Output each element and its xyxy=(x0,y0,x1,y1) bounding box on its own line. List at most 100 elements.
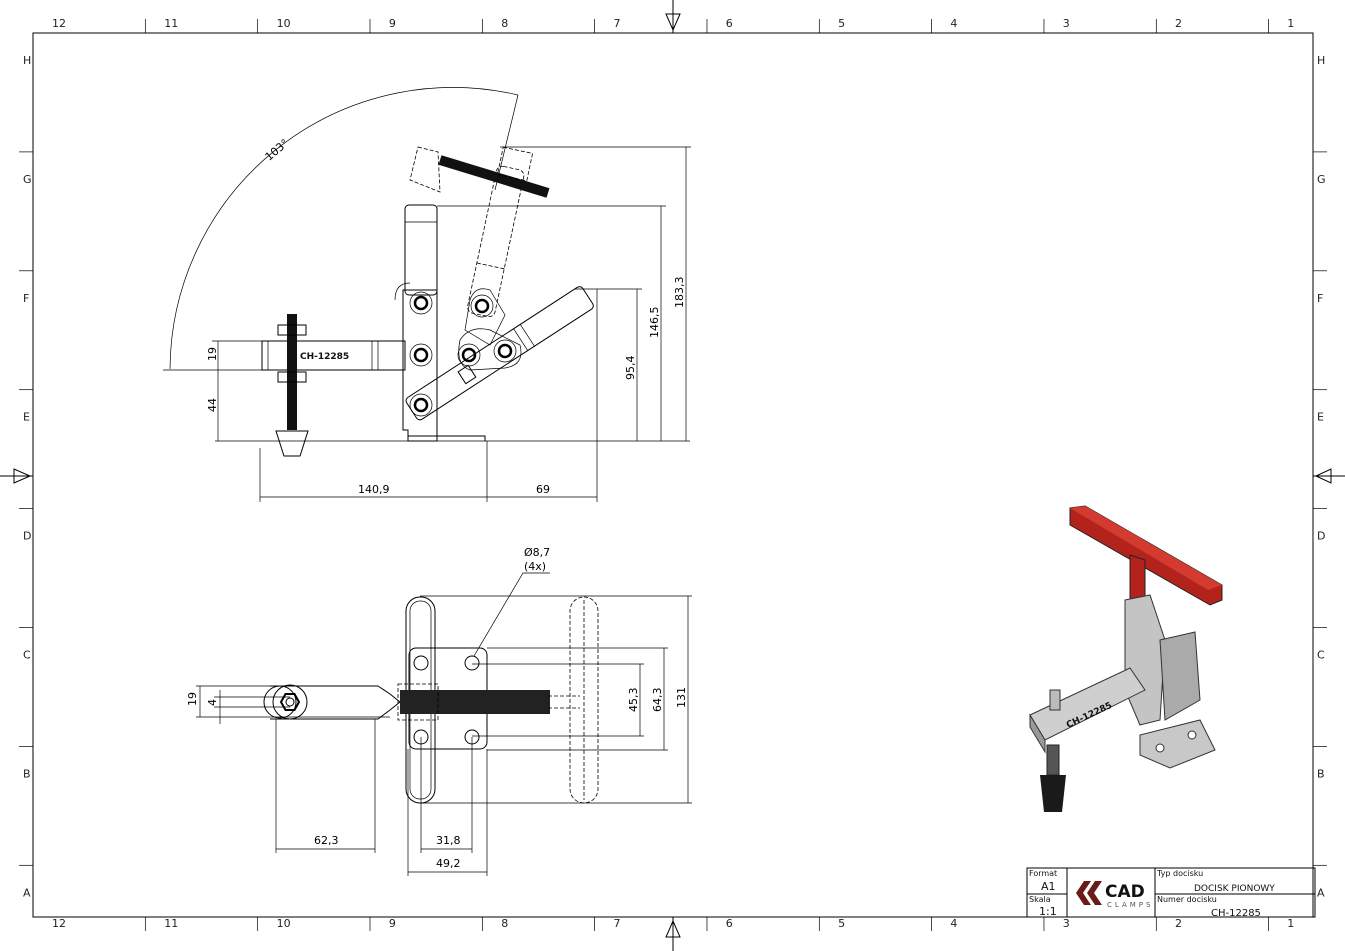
row-label: B xyxy=(23,767,31,780)
body-plate xyxy=(402,289,438,442)
column-label: 5 xyxy=(838,917,845,930)
column-label: 10 xyxy=(277,917,291,930)
row-label: C xyxy=(23,649,31,662)
arm-top xyxy=(270,685,401,720)
row-label: D xyxy=(1317,530,1325,543)
title_block-scale_value: 1:1 xyxy=(1039,905,1057,918)
row-labels-right: H G F E D C B A xyxy=(1317,54,1326,899)
top_view-dims-d62: 62,3 xyxy=(314,834,339,847)
hex-nut xyxy=(279,693,301,711)
angle-arc xyxy=(169,87,519,370)
title_block-type_value: DOCISK PIONOWY xyxy=(1194,884,1275,894)
pivot-pin-core xyxy=(497,343,513,359)
pivot-pin xyxy=(493,339,517,363)
column-label: 7 xyxy=(614,917,621,930)
row-label: D xyxy=(23,530,31,543)
row-label: G xyxy=(1317,173,1326,186)
column-label: 5 xyxy=(838,17,845,30)
top_view-hole_callout: Ø8,7 xyxy=(524,546,550,559)
top_view-dims-d45: 45,3 xyxy=(627,688,640,713)
column-label: 10 xyxy=(277,17,291,30)
row-label: B xyxy=(1317,767,1325,780)
title_block-number_value: CH-12285 xyxy=(1211,908,1261,919)
column-label: 12 xyxy=(52,17,66,30)
front_view-dims-d69: 69 xyxy=(536,483,550,496)
row-label: F xyxy=(1317,292,1323,305)
top_view-dims-d4: 4 xyxy=(206,699,219,706)
column-label: 6 xyxy=(726,917,733,930)
row-label: A xyxy=(1317,886,1325,899)
pivot-pin xyxy=(409,393,433,417)
body xyxy=(1159,631,1201,721)
threaded-spindle xyxy=(400,690,550,714)
top_view-dims-d49: 49,2 xyxy=(436,857,461,870)
column-label: 2 xyxy=(1175,17,1182,30)
row-label: C xyxy=(1317,649,1325,662)
top_view-dims-d19: 19 xyxy=(186,692,199,706)
spindle-tip xyxy=(275,430,309,457)
column-label: 6 xyxy=(726,17,733,30)
column-label: 3 xyxy=(1063,917,1070,930)
title_block-number_label: Numer docisku xyxy=(1157,895,1217,904)
front-view: 103° CH-12285 19 44 140, xyxy=(163,87,691,502)
front_view-dims-d183: 183,3 xyxy=(673,277,686,309)
row-label: E xyxy=(23,411,30,424)
iso-arm xyxy=(1029,667,1146,741)
column-label: 3 xyxy=(1063,17,1070,30)
top_view-hole_count: (4x) xyxy=(524,560,546,573)
pivot-pin-core xyxy=(413,295,429,311)
column-label: 7 xyxy=(614,17,621,30)
rubber-tip xyxy=(1040,775,1066,812)
row-label: A xyxy=(23,886,31,899)
pivot-pin-core xyxy=(474,298,490,314)
row-label: E xyxy=(1317,411,1324,424)
top_view-dims-d131: 131 xyxy=(675,687,688,708)
front_view-dims-d95: 95,4 xyxy=(624,356,637,381)
row-label: G xyxy=(23,173,32,186)
title_block-scale_label: Skala xyxy=(1029,895,1051,904)
pivot-pin-core xyxy=(413,397,429,413)
pivot-pin-core xyxy=(461,347,477,363)
handle-upright xyxy=(404,204,438,296)
column-label: 9 xyxy=(389,17,396,30)
lever xyxy=(1124,594,1166,726)
title_block-type_label: Typ docisku xyxy=(1156,869,1203,878)
angle-label: 103° xyxy=(263,137,292,164)
top_view-dims-d64: 64,3 xyxy=(651,688,664,713)
title-block: Format A1 Skala 1:1 CAD CLAMPS Typ docis… xyxy=(1026,867,1316,919)
column-label: 1 xyxy=(1287,17,1294,30)
title_block-logo_sub: CLAMPS xyxy=(1107,901,1153,909)
column-label: 2 xyxy=(1175,917,1182,930)
cad-clamps-logo: CAD CLAMPS xyxy=(1076,881,1153,909)
top_view-dims-d31: 31,8 xyxy=(436,834,461,847)
front_view-part_mark: CH-12285 xyxy=(300,352,349,362)
drawing-border xyxy=(32,32,1314,918)
column-label: 11 xyxy=(164,917,178,930)
zone-grid xyxy=(19,19,1327,931)
column-label: 8 xyxy=(501,917,508,930)
pivot-pin xyxy=(409,291,433,315)
base-flange xyxy=(1139,719,1216,769)
column-label: 4 xyxy=(950,917,957,930)
row-label: F xyxy=(23,292,29,305)
title_block-format_value: A1 xyxy=(1041,880,1056,893)
column-label: 8 xyxy=(501,17,508,30)
pivot-pin xyxy=(457,343,481,367)
front_view-dims-d140: 140,9 xyxy=(358,483,390,496)
column-label: 9 xyxy=(389,917,396,930)
isometric-view: CH-12285 xyxy=(1029,505,1223,812)
front_view-dims-d146: 146,5 xyxy=(648,307,661,339)
title_block-logo_main: CAD xyxy=(1105,882,1145,902)
row-label: H xyxy=(1317,54,1325,67)
pivot-pin-core xyxy=(413,347,429,363)
pivot-pin xyxy=(409,343,433,367)
handle-raised xyxy=(569,596,599,804)
row-labels-left: H G F E D C B A xyxy=(23,54,32,899)
title_block-format_label: Format xyxy=(1029,869,1057,878)
row-label: H xyxy=(23,54,31,67)
column-label: 12 xyxy=(52,917,66,930)
